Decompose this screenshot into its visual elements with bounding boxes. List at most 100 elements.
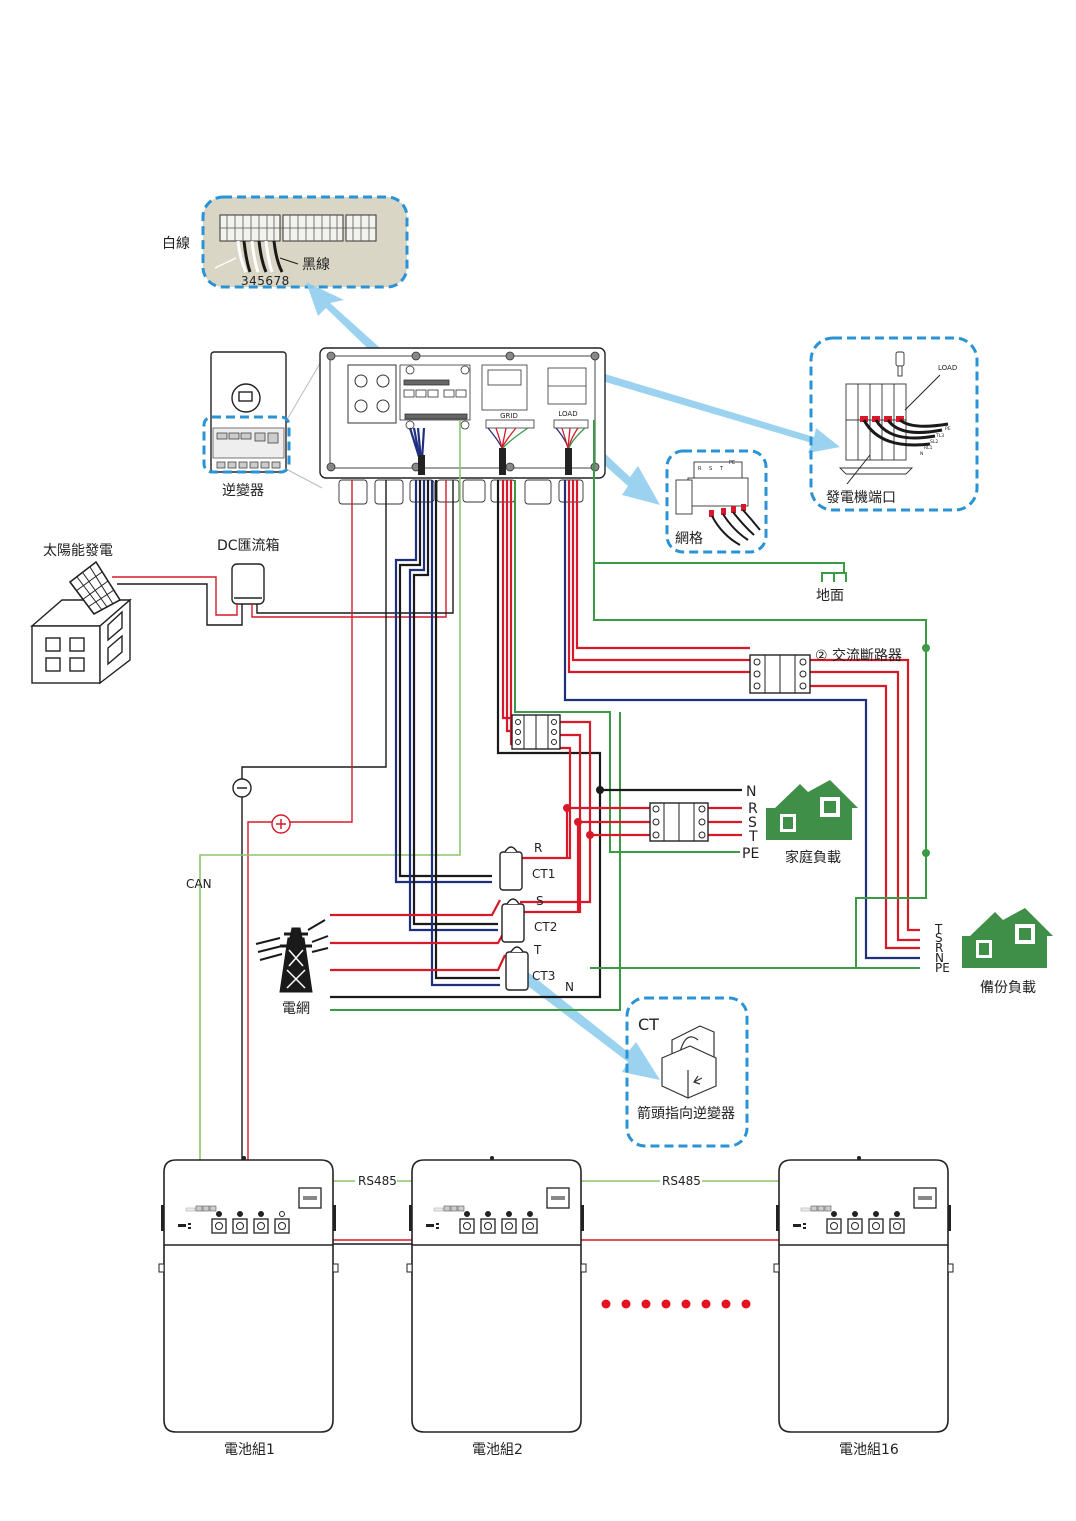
grid-tag-r: R [698,466,702,472]
backup-load: T S R N PE 備份負載 [934,908,1053,996]
grid-tag-t: T [719,466,724,472]
comm-port[interactable] [450,1205,458,1212]
inverter-label: 逆變器 [222,483,264,499]
battery-pack: 電池組16 [773,1156,954,1458]
ct-detail-title: CT [638,1015,659,1034]
grid-terminal-label: 網格 [675,531,703,547]
battery-label: 電池組2 [472,1442,523,1458]
grid-terminal-callout: R S T PE 網格 [665,449,768,554]
grid-tower-icon [255,919,329,993]
home-line-r: R [748,801,758,817]
comm-port[interactable] [202,1205,210,1212]
comm-port[interactable] [195,1205,203,1212]
ac-breaker: ② 交流斷路器 [749,647,902,694]
backup-line-n: N [935,951,944,965]
ct3-label: CT3 [532,969,555,983]
comm-port[interactable] [817,1205,825,1212]
home-line-pe: PE [742,846,759,862]
terminal-block-callout: 白線 黑線 345678 [162,195,409,289]
ct1: R CT1 [499,841,555,891]
battery-label: 電池組16 [839,1442,899,1458]
cable-glands [338,479,584,505]
battery-packs: 電池組1 電池組2 電池組16 [158,1156,954,1458]
can-label: CAN [186,877,212,891]
terminal-strip [219,214,377,242]
backup-house-icon [962,908,1053,968]
pin-numbers: 345678 [241,274,290,288]
backup-line-t: T [934,922,943,936]
ellipsis-dot [641,1299,651,1309]
home-load-label: 家庭負載 [785,849,841,866]
backup-line-pe: PE [935,961,950,975]
ct1-label: CT1 [532,867,555,881]
ground-symbol [821,572,847,582]
backup-load-label: 備份負載 [980,980,1036,996]
grid-tag: GRID [500,412,518,420]
comm-port[interactable] [810,1205,818,1212]
home-line-t: T [748,829,758,845]
generator-load-tag: LOAD [938,364,957,372]
home-line-n: N [746,784,756,800]
ct-detail-callout: CT 箭頭指向逆變器 [625,996,749,1148]
backup-line-s: S [935,931,943,945]
black-wire-label: 黑線 [302,257,330,273]
grid-label: 電網 [282,1001,310,1017]
solar-panel-icon [68,560,122,616]
grid-breaker [511,714,561,750]
ellipsis-dot [601,1299,611,1309]
ellipsis-dot [701,1299,711,1309]
gen-wire-tag-n: N [920,451,923,457]
dc-combiner-label: DC匯流箱 [217,538,280,554]
generator-port-label: 發電機端口 [826,490,896,506]
cable-bundles [408,427,586,475]
dc-terminals [347,364,397,424]
battery-enclosure [411,1159,582,1433]
gen-wire-tag-tl3: TL3 [935,433,944,439]
comm-port[interactable] [443,1205,451,1212]
home-house-icon [766,780,858,840]
callout-border [201,195,409,289]
comm-port[interactable] [824,1205,832,1212]
arrow-to-ct-detail [520,972,660,1080]
wire-bundle [214,240,299,273]
ct2: S CT2 [501,894,557,943]
solar-house: 太陽能發電 DC匯流箱 [30,538,280,685]
ct-detail-caption: 箭頭指向逆變器 [637,1105,735,1122]
dc-combiner-box [231,563,265,605]
control-board [399,364,471,430]
current-transformers: R CT1 S CT2 T CT3 N [499,841,574,994]
gen-wire-tag-pe: PE [945,426,951,432]
arrow-to-generator-port [585,368,840,453]
ground-label: 地面 [816,588,844,604]
gen-wire-tag-rl1: RL1 [924,445,933,451]
callout-background [203,197,407,287]
ct2-label: CT2 [534,920,557,934]
home-breaker [649,802,709,842]
ellipsis-dot [621,1299,631,1309]
battery-pack: 電池組1 [158,1156,339,1458]
battery-pack: 電池組2 [406,1156,587,1458]
grid-relay: GRID [481,364,535,429]
ellipsis-dot [681,1299,691,1309]
rs485-label-2: RS485 [662,1174,701,1188]
solar-label: 太陽能發電 [43,543,113,559]
battery-label: 電池組1 [224,1442,275,1458]
grid-tag-pe: PE [729,460,735,466]
ellipsis-dot [721,1299,731,1309]
ellipsis-dot [741,1299,751,1309]
wires [112,420,930,1212]
home-line-s: S [748,815,757,831]
ct3: T CT3 [505,943,555,991]
white-wire-label: 白線 [162,236,190,252]
ct-clamp-icon [661,1025,717,1099]
battery-enclosure [778,1159,949,1433]
ellipsis-dots [601,1299,751,1309]
backup-line-r: R [935,941,943,955]
comm-port[interactable] [209,1205,217,1212]
load-terminals: LOAD [547,367,589,429]
ct2-phase: S [536,894,544,908]
neutral-tag: N [565,980,574,994]
ct3-phase: T [533,943,542,957]
comm-port[interactable] [457,1205,465,1212]
